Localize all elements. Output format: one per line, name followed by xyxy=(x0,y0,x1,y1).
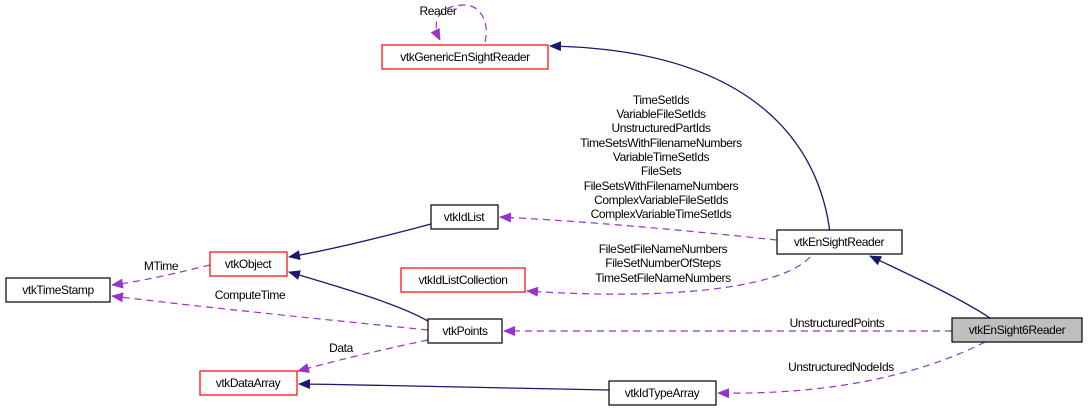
edge-label: TimeSetsWithFilenameNumbers xyxy=(580,136,742,150)
edge-label-reader: Reader xyxy=(420,4,457,18)
node-label: vtkIdList xyxy=(444,210,485,224)
edge-label-computetime: ComputeTime xyxy=(215,288,286,302)
node-vtkObject[interactable]: vtkObject xyxy=(209,251,288,277)
node-vtkGenericEnSightReader[interactable]: vtkGenericEnSightReader xyxy=(381,44,549,70)
node-label: vtkObject xyxy=(225,257,272,271)
edge-idTypeArray-to-dataArray xyxy=(298,379,610,391)
node-vtkIdTypeArray[interactable]: vtkIdTypeArray xyxy=(608,380,717,406)
edge-idList-to-object xyxy=(288,223,432,261)
edge-genericEnSightReader-self-reader xyxy=(430,4,487,43)
edge-enSightReader-to-genericEnSightReader xyxy=(549,41,831,234)
node-vtkTimeStamp[interactable]: vtkTimeStamp xyxy=(5,277,111,303)
node-label: vtkTimeStamp xyxy=(22,283,94,297)
edge-label: TimeSetFileNameNumbers xyxy=(595,271,731,285)
edge-label-data: Data xyxy=(329,341,353,355)
edge-label: FileSets xyxy=(641,164,682,178)
node-label: vtkEnSight6Reader xyxy=(969,323,1066,337)
node-vtkIdListCollection[interactable]: vtkIdListCollection xyxy=(400,267,526,293)
edge-enSight6Reader-to-enSightReader xyxy=(869,255,991,319)
node-label: vtkGenericEnSightReader xyxy=(400,50,530,64)
edge-enSightReader-to-idList xyxy=(499,212,778,241)
edge-label: VariableTimeSetIds xyxy=(613,150,710,164)
node-label: vtkIdTypeArray xyxy=(625,386,700,400)
edge-enSightReader-to-idListCollection xyxy=(526,256,811,297)
node-vtkPoints[interactable]: vtkPoints xyxy=(427,318,503,344)
edge-label-group-idlist: TimeSetIds VariableFileSetIds Unstructur… xyxy=(580,93,742,221)
edge-label: VariableFileSetIds xyxy=(616,107,706,121)
edge-label-group-idlistcollection: FileSetFileNameNumbers FileSetNumberOfSt… xyxy=(595,242,731,285)
edge-points-to-object xyxy=(288,270,429,322)
edge-label: FileSetNumberOfSteps xyxy=(605,256,721,270)
edge-points-to-dataArray xyxy=(297,339,429,373)
edge-label-mtime: MTime xyxy=(144,259,179,273)
node-vtkDataArray[interactable]: vtkDataArray xyxy=(199,370,298,396)
node-vtkIdList[interactable]: vtkIdList xyxy=(430,204,499,230)
edge-points-to-timeStamp xyxy=(111,292,429,331)
node-label: vtkEnSightReader xyxy=(794,235,885,249)
edge-label: FileSetFileNameNumbers xyxy=(599,242,728,256)
edge-label: ComplexVariableTimeSetIds xyxy=(591,207,732,221)
edge-label: ComplexVariableFileSetIds xyxy=(594,193,728,207)
edge-object-to-timeStamp xyxy=(111,264,211,289)
edge-enSight6Reader-to-idTypeArray xyxy=(717,341,986,399)
edge-label: UnstructuredPartIds xyxy=(611,121,711,135)
node-vtkEnSightReader[interactable]: vtkEnSightReader xyxy=(776,229,903,255)
edge-label-unstructuredpoints: UnstructuredPoints xyxy=(790,316,885,330)
node-label: vtkDataArray xyxy=(216,376,281,390)
node-label: vtkPoints xyxy=(442,324,487,338)
node-vtkEnSight6Reader[interactable]: vtkEnSight6Reader xyxy=(951,317,1083,343)
edge-label: TimeSetIds xyxy=(633,93,690,107)
edge-label: FileSetsWithFilenameNumbers xyxy=(584,179,739,193)
edge-label-unstructurednodeids: UnstructuredNodeIds xyxy=(788,360,894,374)
node-label: vtkIdListCollection xyxy=(418,273,507,287)
